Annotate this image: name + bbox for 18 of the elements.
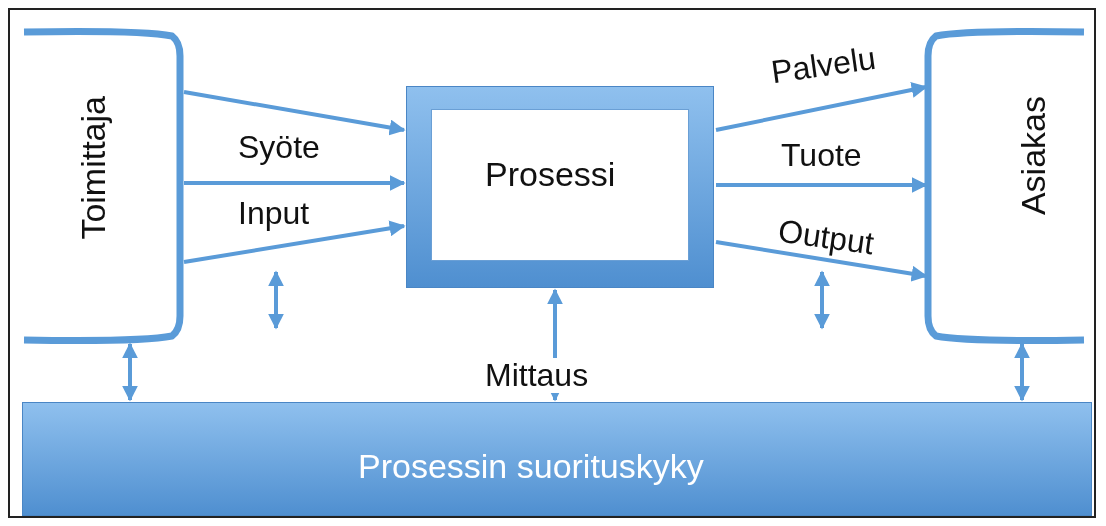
node-label: Prosessi bbox=[485, 155, 616, 194]
arrow bbox=[716, 177, 928, 193]
flow-label: Input bbox=[237, 196, 311, 232]
arrow bbox=[183, 90, 406, 136]
arrow bbox=[184, 175, 406, 191]
supplier-bracket bbox=[22, 26, 186, 346]
arrow bbox=[715, 82, 928, 132]
arrow bbox=[715, 240, 928, 282]
process-box bbox=[406, 86, 714, 288]
node-label: Toimittaja bbox=[74, 96, 113, 240]
arrow bbox=[1014, 342, 1030, 402]
arrow bbox=[183, 220, 406, 264]
node-label: Asiakas bbox=[1014, 96, 1053, 216]
flow-label: Syöte bbox=[237, 130, 321, 166]
node-label: Prosessin suorituskyky bbox=[358, 447, 704, 486]
performance-bar bbox=[22, 402, 1092, 516]
arrow bbox=[122, 342, 138, 402]
customer-bracket bbox=[922, 26, 1086, 346]
